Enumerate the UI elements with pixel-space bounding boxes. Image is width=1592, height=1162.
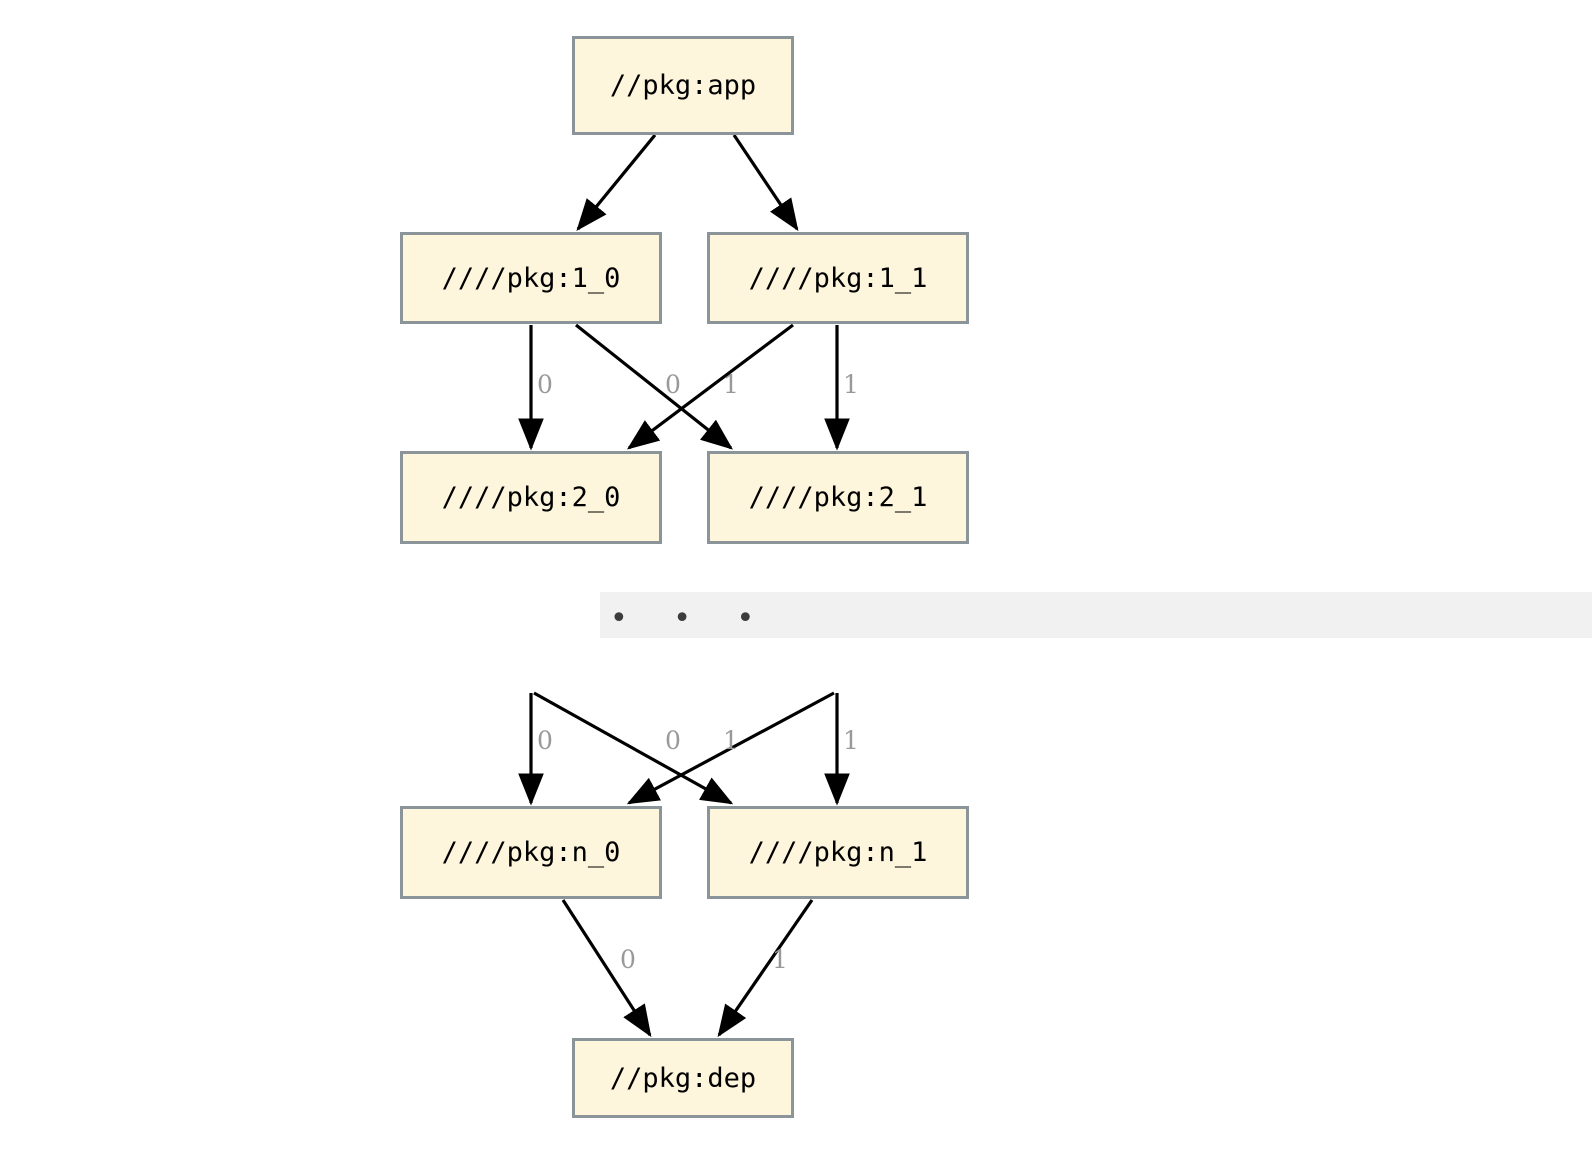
graph-node-label: ////pkg:1_1 (748, 262, 928, 294)
graph-node-n1_0[interactable]: ////pkg:1_0 (400, 232, 662, 324)
graph-node-label: ////pkg:2_1 (748, 482, 928, 513)
graph-node-label: ////pkg:1_0 (441, 262, 621, 294)
edge-line-group (518, 133, 850, 1038)
ellipsis-separator-band: • • • (600, 592, 1592, 638)
edge-label: 0 (665, 370, 681, 399)
graph-edge-app-to-n1_1 (732, 134, 799, 232)
graph-node-label: //pkg:dep (609, 1062, 757, 1094)
edge-label: 1 (772, 945, 788, 974)
graph-edge-app-to-n1_0 (576, 133, 657, 231)
edge-label: 0 (537, 726, 553, 755)
edge-label: 1 (843, 370, 859, 399)
edge-label: 1 (843, 726, 859, 755)
graph-node-nn_1[interactable]: ////pkg:n_1 (707, 806, 969, 899)
edge-label: 1 (723, 726, 739, 755)
graph-edge-src-to-nn_1 (533, 691, 734, 805)
graph-node-label: ////pkg:n_0 (441, 837, 621, 868)
graph-node-label: //pkg:app (609, 70, 757, 101)
edge-label: 0 (665, 726, 681, 755)
graph-node-label: ////pkg:2_0 (441, 482, 621, 513)
graph-edge-nn_1-to-dep (717, 899, 814, 1038)
ellipsis-dots: • • • (610, 601, 773, 636)
graph-edge-n1_1-to-n2_0 (626, 323, 794, 450)
edge-label: 1 (723, 370, 739, 399)
graph-node-n1_1[interactable]: ////pkg:1_1 (707, 232, 969, 324)
graph-node-label: ////pkg:n_1 (748, 837, 928, 868)
edge-label: 0 (537, 370, 553, 399)
graph-node-n2_0[interactable]: ////pkg:2_0 (400, 451, 662, 544)
graph-node-dep[interactable]: //pkg:dep (572, 1038, 794, 1118)
graph-node-n2_1[interactable]: ////pkg:2_1 (707, 451, 969, 544)
graph-node-app[interactable]: //pkg:app (572, 36, 794, 135)
graph-edge-src-to-nn_0 (626, 691, 835, 805)
graph-edge-n1_0-to-n2_1 (575, 323, 734, 450)
edge-label: 0 (620, 945, 636, 974)
graph-edge-nn_0-to-dep (561, 899, 652, 1038)
graph-node-nn_0[interactable]: ////pkg:n_0 (400, 806, 662, 899)
